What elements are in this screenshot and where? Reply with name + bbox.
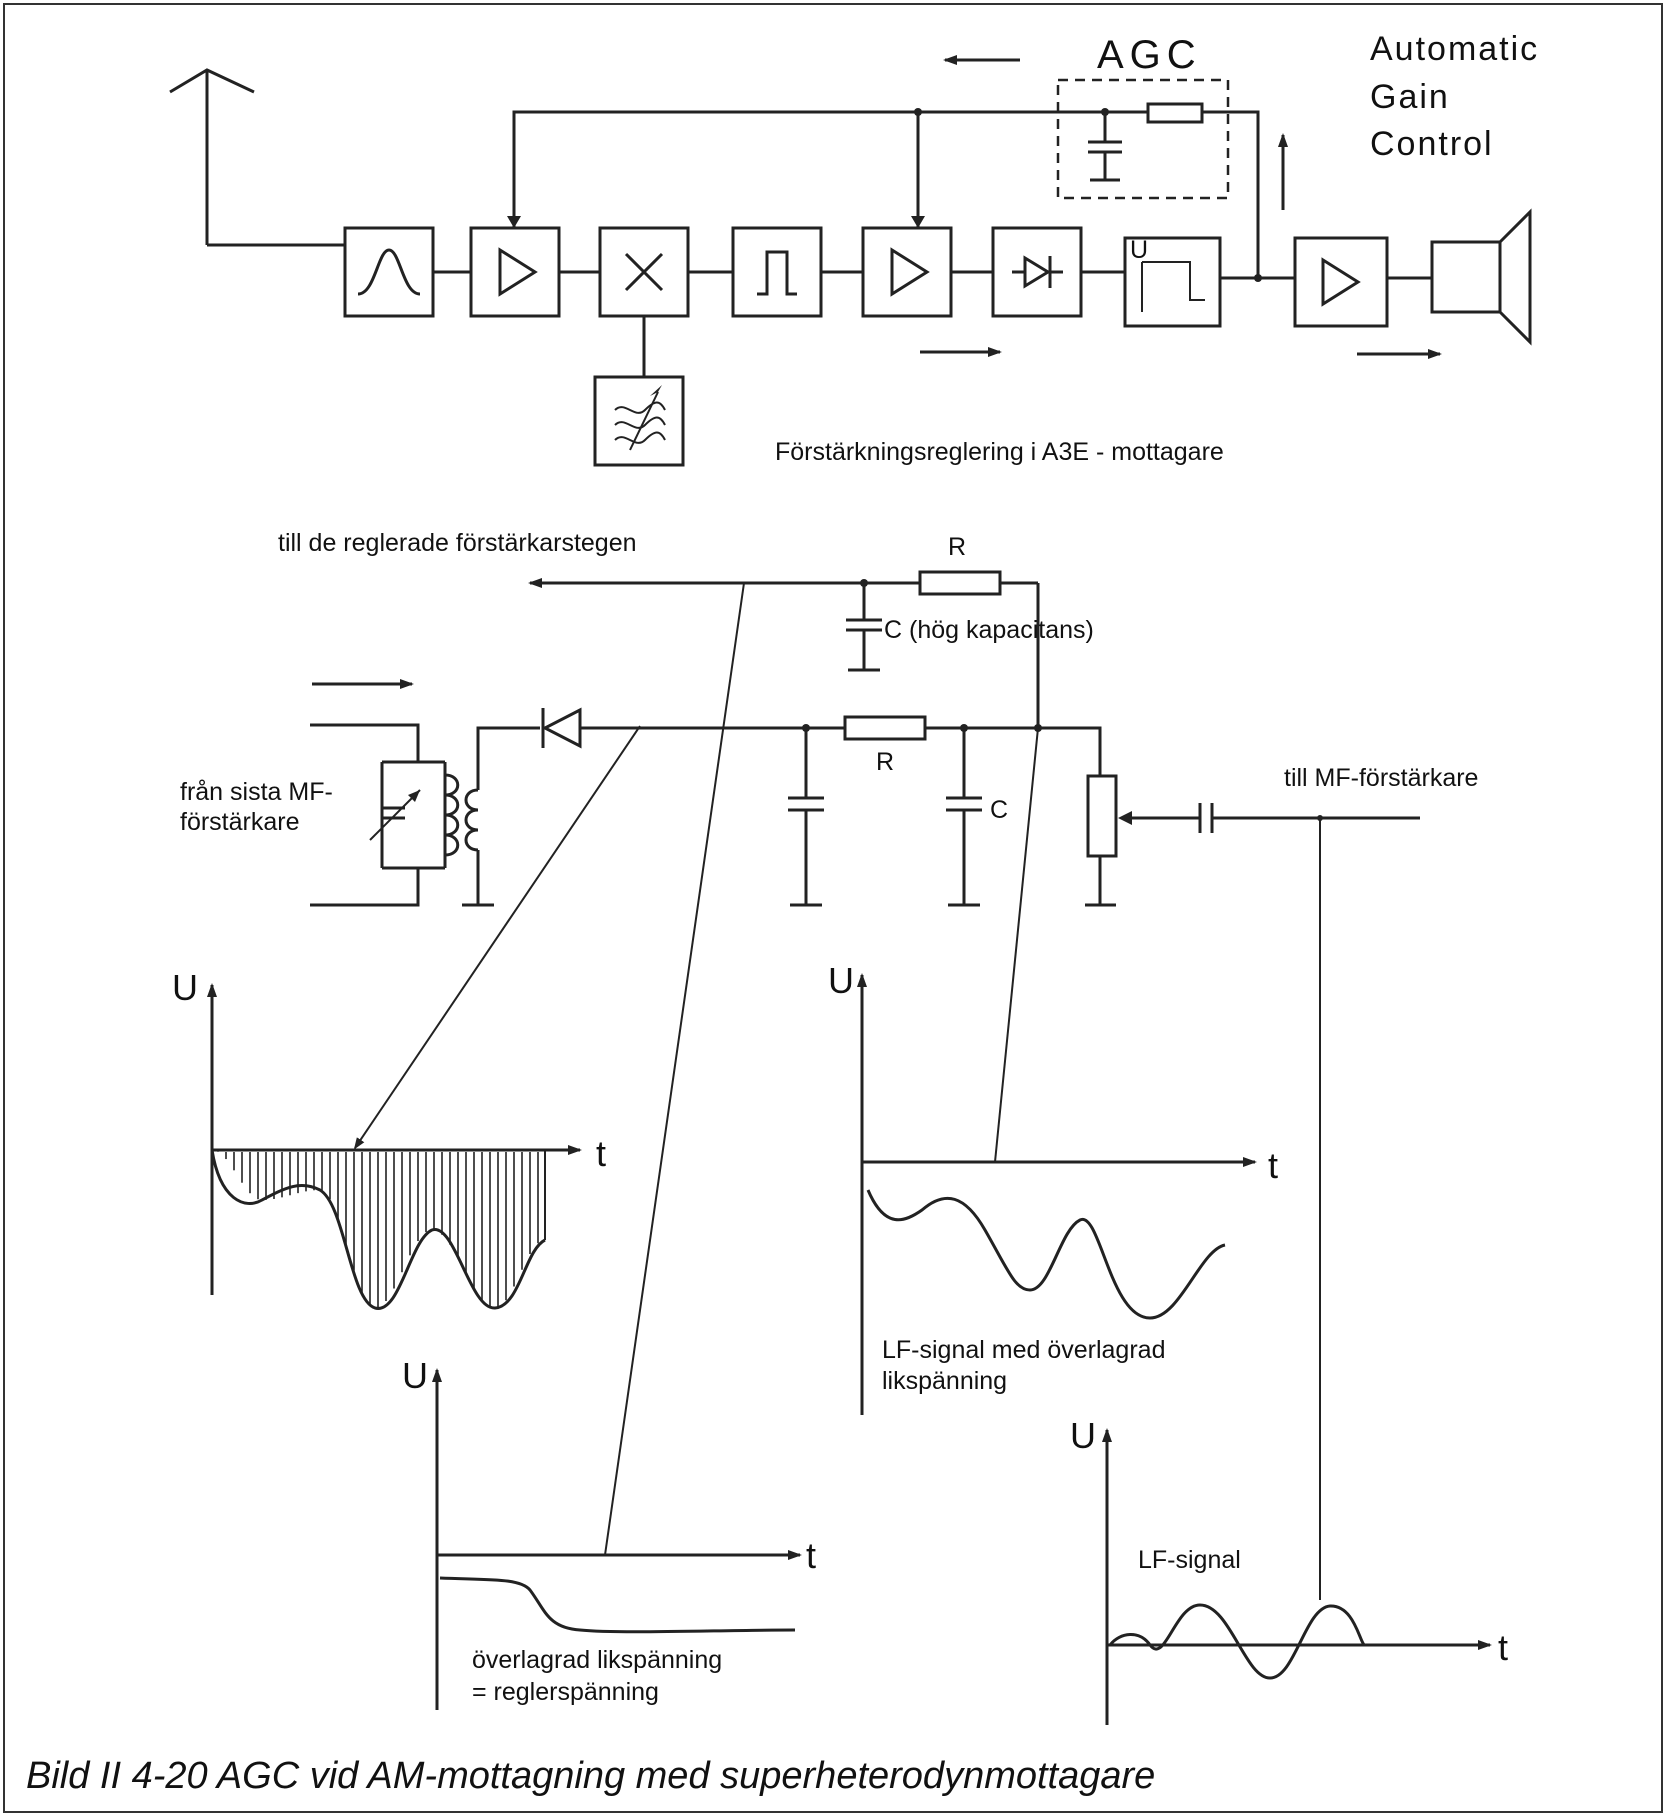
figure-caption: Bild II 4-20 AGC vid AM-mottagning med s… — [26, 1755, 1155, 1797]
graph-control-voltage: U t överlagrad likspänning = reglerspänn… — [402, 1355, 816, 1710]
dc-control-label-2: = reglerspänning — [472, 1678, 659, 1706]
if-amplifier-block — [861, 226, 953, 318]
envelope-hatching — [217, 1151, 539, 1308]
capacitor-c-top-icon — [846, 583, 882, 672]
block-diagram-subtitle: Förstärkningsreglering i A3E - mottagare — [775, 438, 1224, 466]
lowpass-filter-block — [1123, 236, 1222, 328]
agc-expansion-gain: Gain — [1370, 78, 1450, 116]
lf-with-dc-label-2: likspänning — [882, 1367, 1007, 1395]
amplifier-icon — [498, 247, 538, 297]
agc-circuit: till de reglerade förstärkarstegen R C (… — [180, 529, 1478, 907]
volume-potentiometer — [1086, 774, 1118, 858]
agc-expansion-control: Control — [1370, 125, 1494, 163]
agc-resistor — [1146, 102, 1204, 124]
axis-t-label: t — [806, 1535, 816, 1576]
block-diagram: U AGC Automatic — [169, 30, 1539, 467]
local-oscillator-block — [593, 375, 685, 467]
coupling-capacitor-icon — [1198, 803, 1214, 833]
lowpass-icon: U — [1130, 236, 1205, 312]
agc-label: AGC — [1097, 33, 1202, 77]
if-filter-block — [731, 226, 823, 318]
axis-t-label: t — [1268, 1145, 1278, 1186]
graph-lf-signal: U t LF-signal — [1070, 1415, 1508, 1725]
from-last-if-label-2: förstärkare — [180, 808, 299, 836]
graph-detector-output: U t — [172, 967, 606, 1310]
agc-network-box — [1056, 78, 1230, 200]
lf-signal-label: LF-signal — [1138, 1546, 1241, 1574]
amplifier-icon — [1321, 257, 1361, 307]
bandpass-filter-block — [343, 226, 435, 318]
detector-diode-icon — [541, 707, 582, 749]
axis-u-label: U — [402, 1355, 428, 1396]
svg-text:U: U — [1130, 236, 1148, 264]
axis-u-label: U — [828, 960, 854, 1001]
amplifier-icon — [890, 247, 930, 297]
from-last-if-label-1: från sista MF- — [180, 778, 333, 806]
mixer-icon — [624, 252, 664, 292]
speaker-icon — [1430, 208, 1532, 346]
diode-icon — [1012, 255, 1063, 289]
af-amplifier-block — [1293, 236, 1389, 328]
lf-with-dc-label-1: LF-signal med överlagrad — [882, 1336, 1165, 1364]
to-af-amp-label: till MF-förstärkare — [1284, 764, 1478, 792]
capacitor-c-top-label: C (hög kapacitans) — [884, 616, 1094, 644]
am-envelope-curve — [210, 1149, 546, 1310]
agc-expansion-automatic: Automatic — [1370, 30, 1539, 68]
axis-t-label: t — [596, 1133, 606, 1174]
leader-lines — [353, 582, 1321, 1600]
axis-u-label: U — [1070, 1415, 1096, 1456]
rf-amplifier-block — [469, 226, 561, 318]
capacitor-c-mid-label: C — [990, 796, 1008, 824]
figure-border — [3, 3, 1663, 1813]
filter-capacitor-icon — [946, 728, 982, 907]
antenna-icon — [169, 68, 345, 247]
resistor-r-top — [918, 570, 1002, 596]
transformer-coil-icon — [444, 773, 479, 857]
axis-u-label: U — [172, 967, 198, 1008]
graph-lf-with-dc: U t LF-signal med överlagrad likspänning — [828, 960, 1278, 1415]
resistor-r-mid — [843, 715, 927, 741]
variable-capacitor-icon — [369, 789, 421, 841]
lf-with-dc-curve — [866, 1189, 1226, 1320]
axis-t-label: t — [1498, 1627, 1508, 1668]
agc-capacitor-icon — [1088, 112, 1122, 182]
dc-control-label-1: överlagrad likspänning — [472, 1646, 722, 1674]
to-controlled-stages-label: till de reglerade förstärkarstegen — [278, 529, 637, 557]
resistor-r-top-label: R — [948, 533, 966, 561]
if-filter-icon — [757, 250, 797, 296]
resistor-r-mid-label: R — [876, 748, 894, 776]
oscillator-icon — [614, 385, 666, 451]
detector-capacitor-icon — [788, 728, 824, 907]
control-voltage-curve — [439, 1576, 796, 1634]
lf-signal-curve — [1108, 1603, 1367, 1680]
bandpass-icon — [357, 248, 421, 296]
